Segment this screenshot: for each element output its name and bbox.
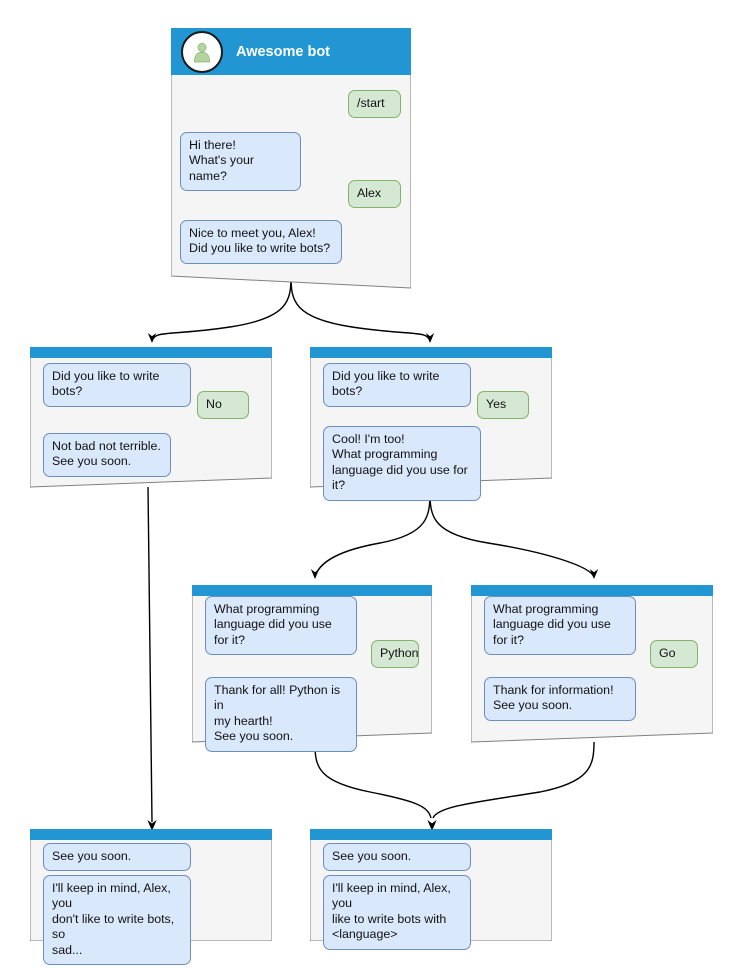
bot-bubble: I'll keep in mind, Alex, you like to wri…	[323, 875, 471, 950]
edge-yes-to-go	[429, 491, 595, 578]
chat-card-no-branch[interactable]: Did you like to write bots? No Not bad n…	[30, 347, 272, 490]
arrowhead-no	[147, 333, 157, 343]
edge-no-to-end-sad	[147, 486, 153, 823]
user-bubble: Go	[650, 640, 698, 669]
person-avatar-icon	[181, 30, 223, 73]
person-glyph	[193, 42, 211, 62]
bot-bubble: What programming language did you use fo…	[484, 596, 636, 656]
bot-bubble: Thank for all! Python is in my hearth! S…	[205, 677, 357, 752]
user-bubble: Python	[371, 640, 419, 669]
arrowhead-python	[310, 569, 320, 579]
bot-bubble: What programming language did you use fo…	[205, 596, 357, 656]
bot-bubble: Cool! I'm too! What programming language…	[323, 426, 481, 501]
bot-bubble: Did you like to write bots?	[323, 363, 471, 407]
bot-bubble: Thank for information! See you soon.	[484, 677, 636, 721]
user-bubble: /start	[348, 90, 401, 119]
bot-bubble: Nice to meet you, Alex! Did you like to …	[180, 220, 342, 264]
edge-python-to-end-happy	[314, 744, 432, 819]
bot-bubble: See you soon.	[43, 843, 191, 872]
chat-card-yes-branch[interactable]: Did you like to write bots? Yes Cool! I'…	[310, 347, 552, 501]
bot-bubble: Hi there! What's your name?	[180, 132, 301, 192]
user-bubble: Yes	[477, 391, 529, 420]
card-title: Awesome bot	[236, 43, 331, 60]
arrowhead-go	[589, 569, 599, 579]
user-bubble: No	[197, 391, 249, 420]
edge-yes-to-python	[314, 491, 431, 578]
chat-card-root[interactable]: Awesome bot /start Hi there! What's your…	[171, 28, 411, 293]
user-bubble: Alex	[348, 180, 401, 209]
card-header-root: Awesome bot	[171, 28, 411, 75]
chat-card-end-sad[interactable]: See you soon. I'll keep in mind, Alex, y…	[30, 829, 272, 966]
bot-bubble: I'll keep in mind, Alex, you don't like …	[43, 875, 191, 966]
chat-card-go-branch[interactable]: What programming language did you use fo…	[471, 585, 713, 745]
bot-bubble: Did you like to write bots?	[43, 363, 191, 407]
arrowhead-yes	[425, 333, 435, 343]
edge-go-to-end-happy	[432, 741, 595, 819]
chat-card-end-happy[interactable]: See you soon. I'll keep in mind, Alex, y…	[310, 829, 552, 950]
bot-bubble: Not bad not terrible. See you soon.	[43, 433, 171, 477]
chat-card-python-branch[interactable]: What programming language did you use fo…	[192, 585, 432, 752]
bot-bubble: See you soon.	[323, 843, 471, 872]
